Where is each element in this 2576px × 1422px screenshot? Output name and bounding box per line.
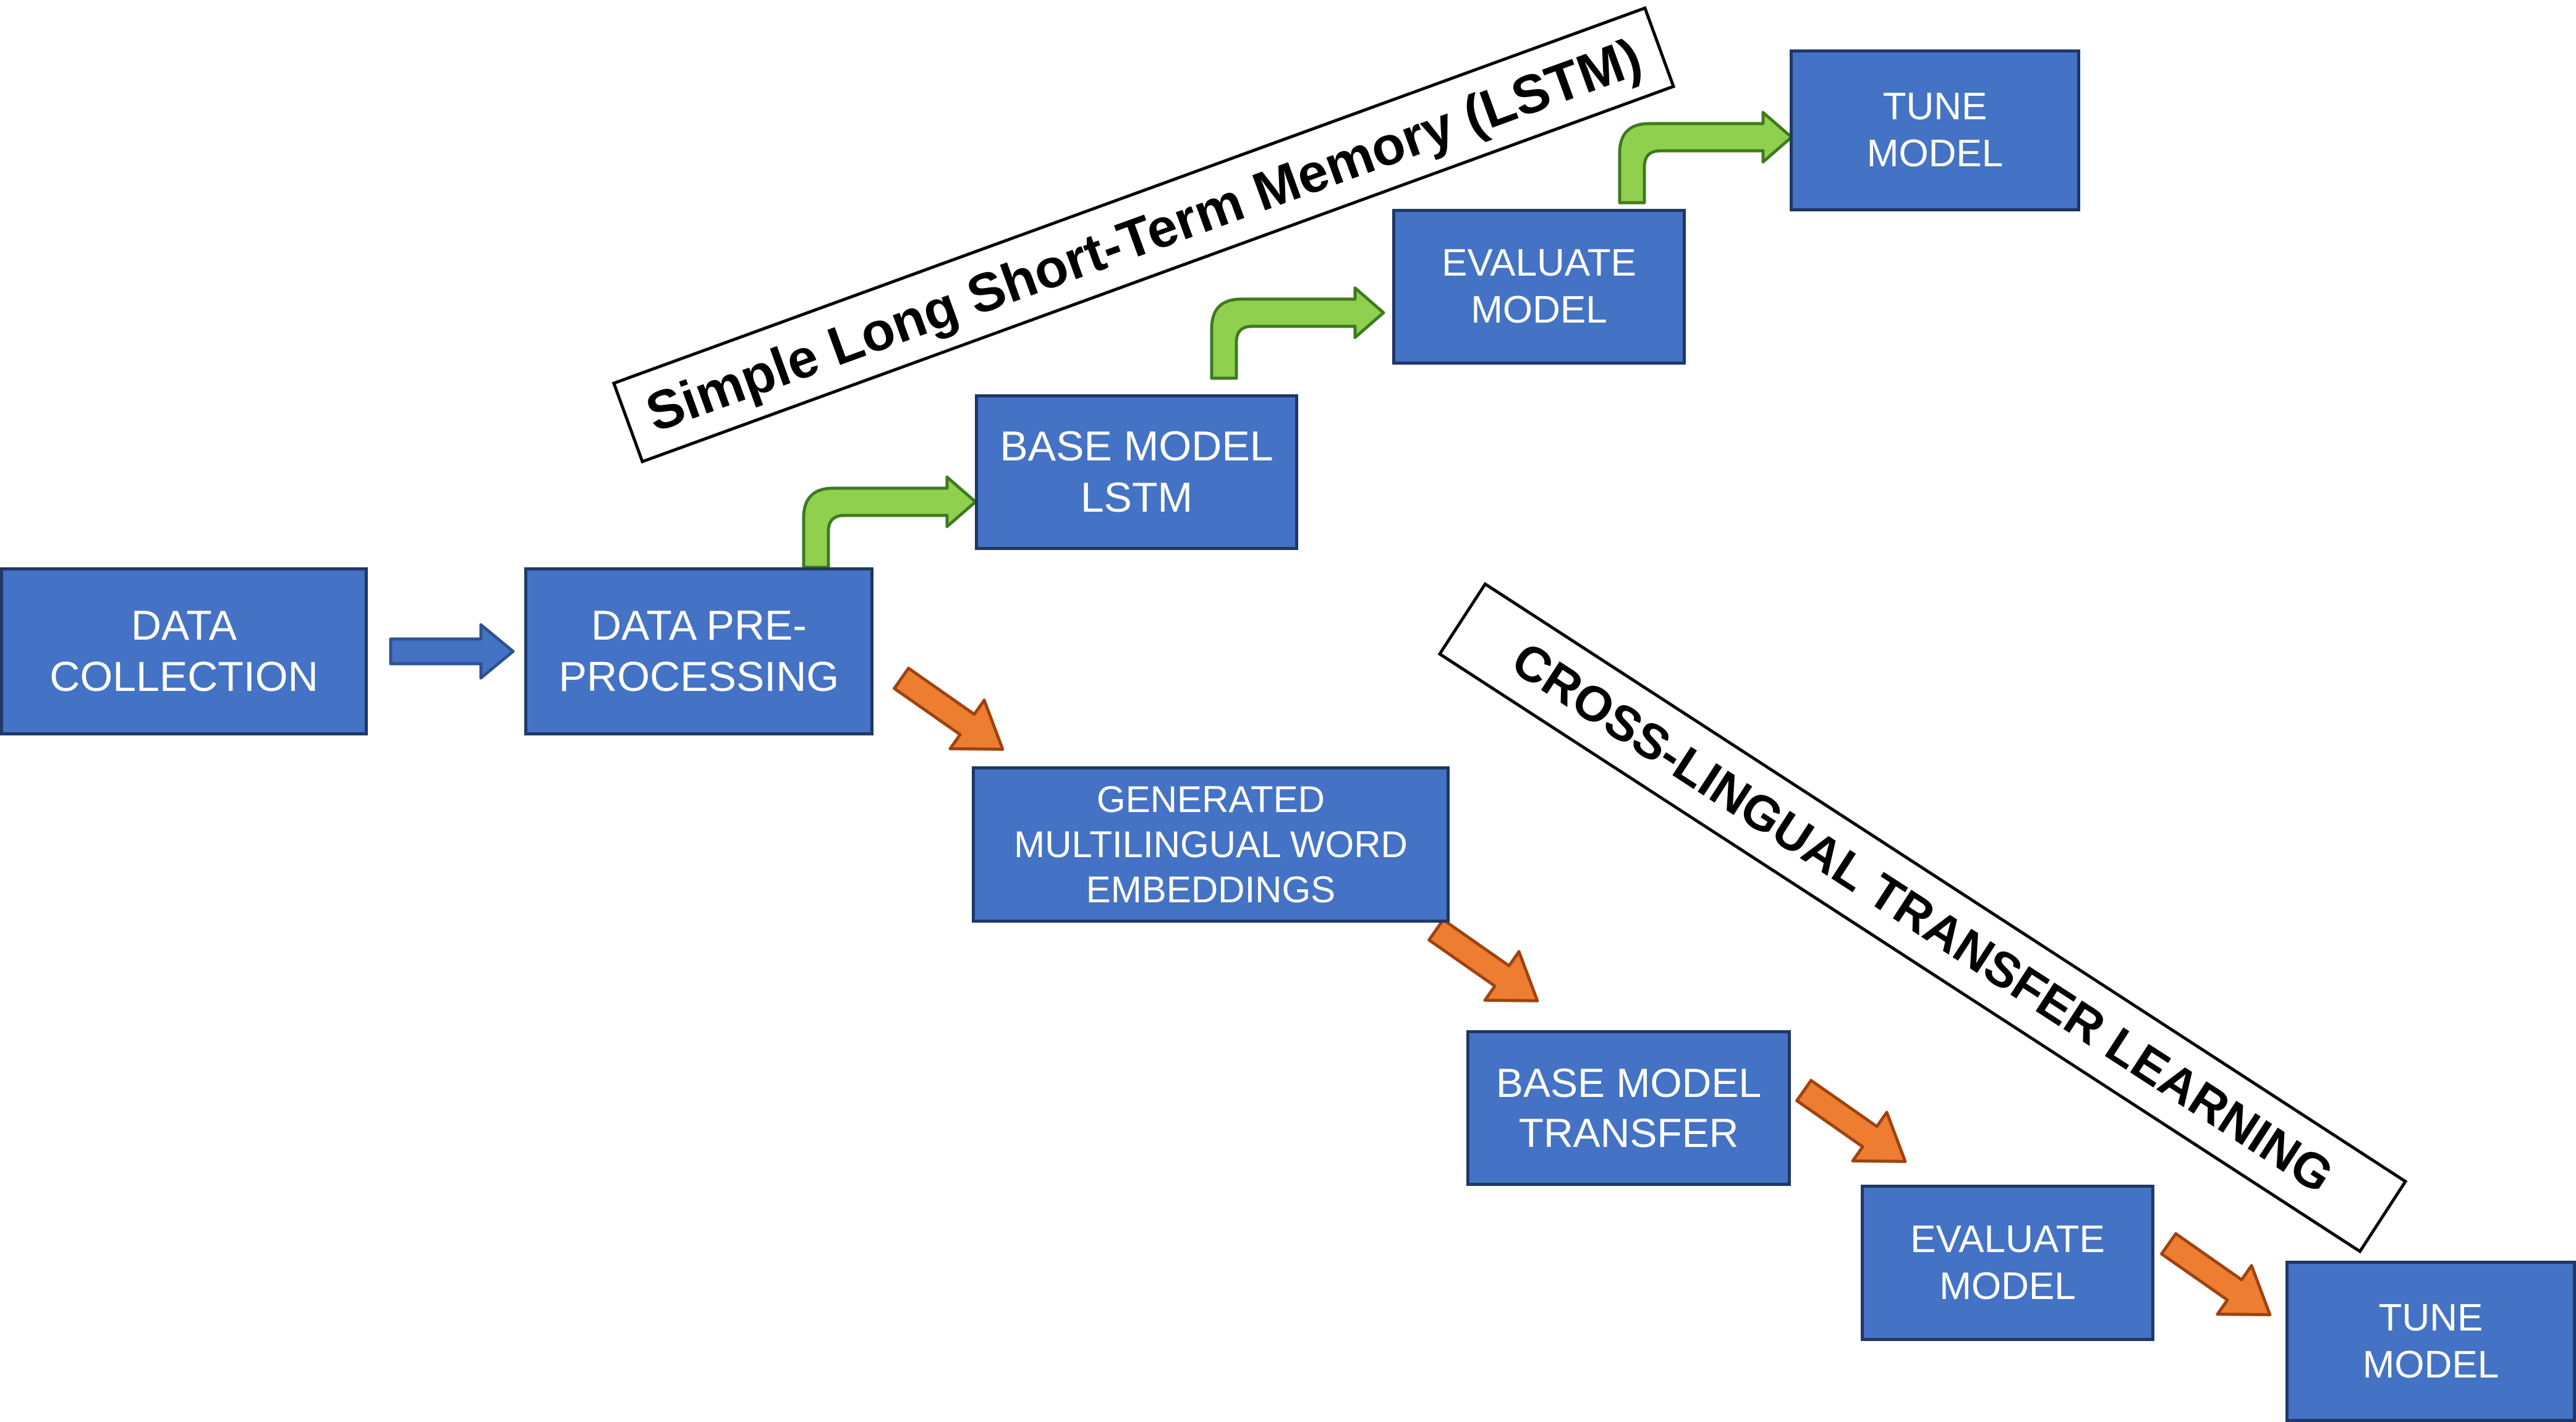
node-line: GENERATED [1097, 778, 1325, 820]
node-line: MULTILINGUAL WORD [1014, 823, 1408, 865]
arrow-embeddings-to-base-transfer [1427, 918, 1539, 1002]
node-line: TRANSFER [1518, 1110, 1739, 1156]
arrow-collection-to-preprocessing [389, 623, 515, 680]
arrow-preprocessing-to-embeddings [893, 666, 1005, 751]
base-model-lstm-box: BASE MODEL LSTM [975, 394, 1298, 550]
arrow-evaluate-transfer-to-tune-transfer [2160, 1232, 2272, 1316]
tune-model-lstm-box: TUNE MODEL [1790, 49, 2080, 211]
evaluate-model-transfer-box: EVALUATE MODEL [1861, 1185, 2154, 1341]
node-line: DATA PRE- [591, 602, 807, 650]
node-line: BASE MODEL [1495, 1060, 1762, 1106]
node-line: COLLECTION [49, 653, 318, 700]
node-line: TUNE [2378, 1296, 2483, 1339]
data-collection-box: DATA COLLECTION [0, 567, 368, 735]
base-model-transfer-box: BASE MODEL TRANSFER [1466, 1030, 1791, 1186]
node-line: EVALUATE [1910, 1217, 2105, 1261]
data-preprocessing-box: DATA PRE- PROCESSING [524, 567, 874, 735]
node-line: DATA [130, 602, 237, 650]
node-line: TUNE [1882, 85, 1987, 129]
node-line: LSTM [1080, 474, 1193, 521]
node-line: PROCESSING [558, 653, 840, 700]
node-line: EMBEDDINGS [1086, 869, 1336, 911]
node-line: MODEL [1866, 132, 2004, 175]
evaluate-model-lstm-box: EVALUATE MODEL [1392, 209, 1686, 365]
tune-model-transfer-box: TUNE MODEL [2285, 1261, 2576, 1422]
arrow-evaluate-lstm-to-tune-lstm [1618, 111, 1793, 205]
node-line: MODEL [1471, 289, 1607, 331]
node-line: MODEL [1939, 1264, 2076, 1308]
generated-embeddings-box: GENERATED MULTILINGUAL WORD EMBEDDINGS [972, 766, 1450, 923]
node-line: BASE MODEL [1000, 423, 1273, 470]
arrow-base-transfer-to-evaluate-transfer [1795, 1078, 1907, 1163]
arrow-base-lstm-to-evaluate-lstm [1210, 286, 1385, 380]
arrow-preprocessing-to-base-lstm [802, 475, 977, 569]
node-line: MODEL [2362, 1343, 2499, 1386]
node-line: EVALUATE [1442, 242, 1636, 285]
